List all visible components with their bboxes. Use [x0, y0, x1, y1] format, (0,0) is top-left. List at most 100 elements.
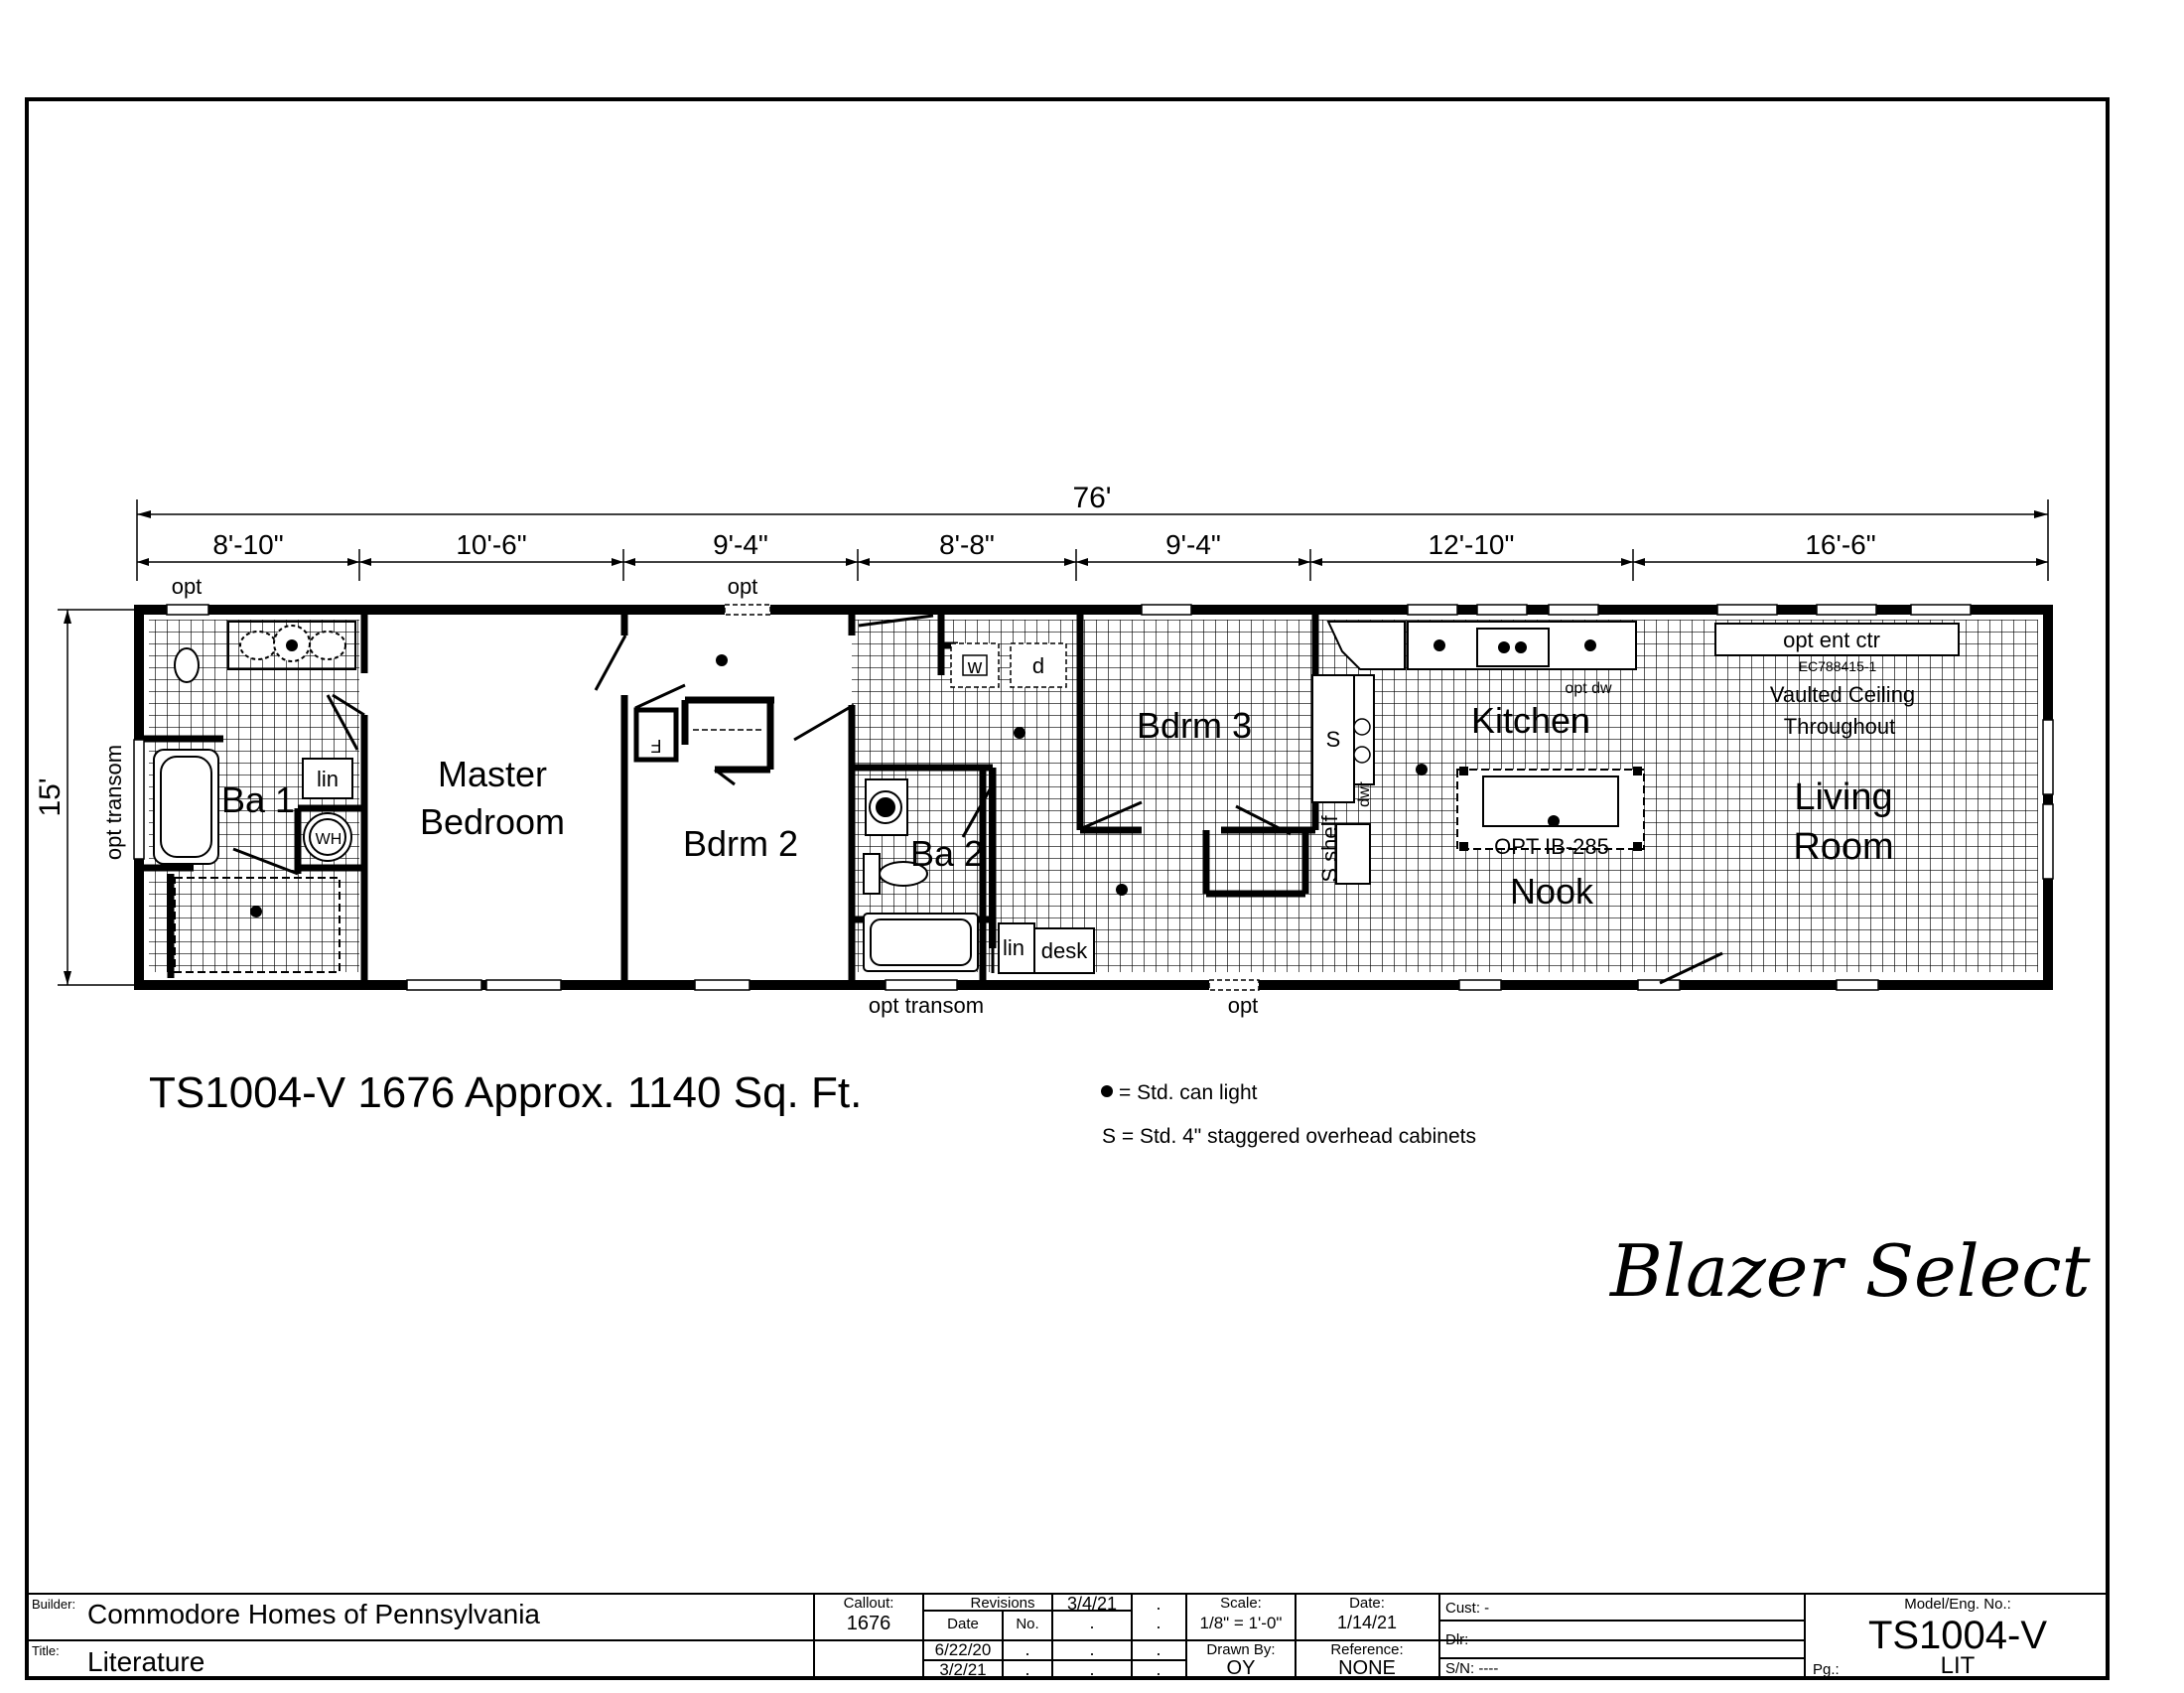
tb-model: TS1004-V — [1868, 1614, 2047, 1657]
room-master-line2: Bedroom — [420, 801, 565, 842]
dim-seg-4: 8'-8" — [939, 529, 995, 560]
tb-no-col: No. — [1016, 1616, 1038, 1632]
tb-date-label: Date: — [1349, 1595, 1385, 1612]
tb-callout-label: Callout: — [844, 1595, 894, 1612]
room-bdrm3: Bdrm 3 — [1137, 705, 1252, 746]
tb-cust: Cust: - — [1445, 1600, 1489, 1617]
room-living-line1: Living — [1794, 776, 1892, 818]
label-s: S — [1326, 727, 1341, 752]
label-wh: WH — [316, 831, 342, 848]
legend-cab-text: S = Std. 4" staggered overhead cabinets — [1102, 1125, 1476, 1148]
tb-drawn: OY — [1227, 1657, 1256, 1679]
room-bdrm2: Bdrm 2 — [683, 823, 798, 864]
tb-rev-dot-g: . — [1089, 1659, 1094, 1679]
tb-pg: LIT — [1941, 1652, 1976, 1679]
tb-revisions-label: Revisions — [970, 1595, 1034, 1612]
dim-seg-3: 9'-4" — [713, 529, 768, 560]
room-living-line2: Room — [1793, 826, 1893, 868]
label-f: F — [651, 736, 662, 756]
tb-date-col: Date — [947, 1616, 979, 1632]
room-ba1: Ba 1 — [221, 779, 295, 820]
label-opt-bottom: opt — [1228, 993, 1259, 1018]
ba2-fixtures — [863, 778, 1095, 974]
kitchen-dots — [1433, 639, 1596, 653]
dim-seg-7: 16'-6" — [1805, 529, 1875, 560]
label-w: w — [967, 656, 983, 678]
model-caption: TS1004-V 1676 Approx. 1140 Sq. Ft. — [149, 1068, 862, 1117]
tb-sn: S/N: ---- — [1445, 1660, 1498, 1677]
tb-rev-dot-c: . — [1024, 1639, 1029, 1659]
overall-width-dim: 76' — [1072, 482, 1111, 514]
title-block-grid — [27, 1593, 2108, 1678]
bdrm2-closet — [633, 707, 679, 763]
room-master-line1: Master — [438, 754, 547, 794]
dim-seg-2: 10'-6" — [456, 529, 526, 560]
label-opt-ib: OPT IB-285 — [1494, 834, 1609, 859]
tb-rev-dot-b: . — [1156, 1613, 1160, 1632]
label-s-shelf: S shelf — [1317, 814, 1342, 882]
legend-light-text: = Std. can light — [1119, 1081, 1258, 1104]
island-chairs — [1459, 767, 1642, 851]
dim-seg-6: 12'-10" — [1429, 529, 1515, 560]
carpet-rooms — [369, 620, 848, 972]
range-burners — [1353, 718, 1371, 764]
label-opt-ent-ctr: opt ent ctr — [1783, 628, 1880, 652]
tb-date: 1/14/21 — [1337, 1613, 1397, 1632]
tb-rev-date-2: 3/2/21 — [939, 1660, 986, 1679]
tb-ref-label: Reference: — [1330, 1641, 1403, 1658]
dimension-lines — [58, 499, 2049, 986]
label-vaulted-1: Vaulted Ceiling — [1770, 682, 1915, 707]
room-ba2: Ba 2 — [910, 833, 984, 874]
tb-rev-dot-e: . — [1156, 1639, 1160, 1659]
tb-rev-date-top: 3/4/21 — [1067, 1594, 1117, 1614]
room-kitchen: Kitchen — [1471, 700, 1590, 741]
tb-rev-dot-a: . — [1089, 1613, 1094, 1632]
tb-builder-label: Builder: — [32, 1597, 75, 1612]
tb-rev-dot-h: . — [1156, 1659, 1160, 1679]
door-swings — [232, 614, 1723, 985]
label-desk: desk — [1041, 938, 1088, 963]
label-d: d — [1032, 653, 1044, 678]
kitchen-island — [1456, 769, 1645, 850]
tb-rev-dot-f: . — [1024, 1659, 1029, 1679]
label-opt-top-mid: opt — [728, 574, 758, 599]
sheet-border — [25, 97, 2110, 1680]
tb-rev-dot-top: . — [1156, 1594, 1160, 1614]
brand-name: Blazer Select — [1608, 1229, 2092, 1313]
room-nook: Nook — [1510, 871, 1594, 912]
tb-title-label: Title: — [32, 1643, 60, 1658]
tb-scale: 1/8" = 1'-0" — [1200, 1614, 1283, 1632]
tb-rev-date-1: 6/22/20 — [935, 1640, 992, 1659]
tb-title: Literature — [87, 1646, 205, 1677]
tb-callout: 1676 — [847, 1613, 891, 1634]
tb-rev-dot-d: . — [1089, 1639, 1094, 1659]
depth-dim: 15' — [34, 777, 67, 816]
ba1-fixtures — [153, 621, 356, 973]
tb-ref: NONE — [1338, 1657, 1396, 1679]
label-opt-transom-side: opt transom — [101, 745, 126, 860]
label-opt-dw: opt dw — [1565, 680, 1612, 697]
tb-drawn-label: Drawn By: — [1206, 1641, 1275, 1658]
label-lin-1: lin — [317, 767, 339, 791]
label-opt-top-left: opt — [172, 574, 203, 599]
tb-model-label: Model/Eng. No.: — [1904, 1596, 2011, 1613]
label-opt-transom-bottom: opt transom — [869, 993, 984, 1018]
label-vaulted-2: Throughout — [1784, 714, 1896, 739]
tb-builder: Commodore Homes of Pennsylvania — [87, 1599, 540, 1629]
legend-light-dot — [1101, 1085, 1113, 1097]
dim-seg-1: 8'-10" — [212, 529, 283, 560]
washer-box — [962, 654, 988, 676]
tb-dlr: Dlr: - — [1445, 1631, 1478, 1648]
label-dwr: dwr — [1356, 780, 1373, 806]
dimension-arrows — [64, 510, 2048, 985]
can-lights — [250, 654, 1560, 917]
tb-pg-label: Pg.: — [1813, 1661, 1840, 1678]
tb-scale-label: Scale: — [1220, 1595, 1262, 1612]
label-lin-2: lin — [1003, 935, 1024, 960]
kitchen-sink — [1476, 628, 1550, 667]
windows — [133, 604, 2054, 991]
label-ec-code: EC788415-1 — [1799, 658, 1877, 674]
laundry-washer-dryer — [950, 642, 1067, 688]
